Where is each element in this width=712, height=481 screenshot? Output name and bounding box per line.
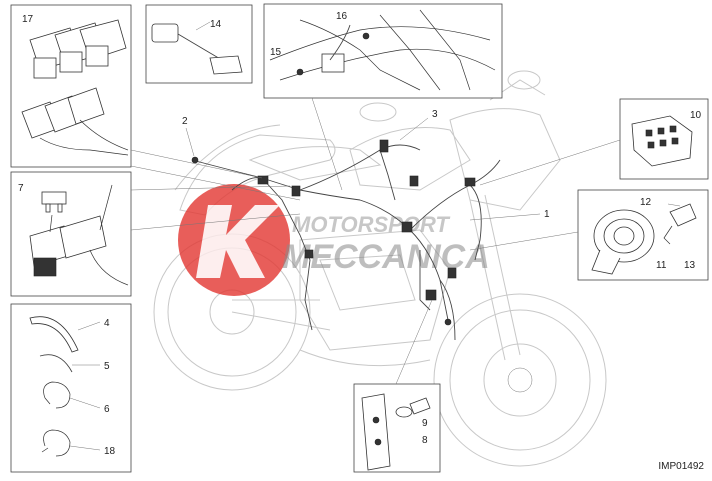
inset-clamps [10, 303, 132, 473]
inset-sensor-14 [145, 4, 253, 84]
callout-13: 13 [684, 260, 696, 271]
callout-16: 16 [336, 11, 348, 22]
leader-lines [130, 97, 621, 385]
callout-2: 2 [182, 116, 188, 127]
callout-12: 12 [640, 197, 652, 208]
inset-connector-10 [619, 98, 709, 180]
callout-17: 17 [22, 14, 34, 25]
callout-6: 6 [104, 404, 110, 415]
inset-ground-bolt-8-9 [353, 383, 441, 473]
callout-10: 10 [690, 110, 702, 121]
inset-fuse-box-7 [10, 171, 132, 297]
inset-frame-detail-15-16 [263, 3, 503, 99]
watermark-line1: MOTORSPORT [292, 212, 450, 237]
callouts: 1 2 3 4 5 6 7 8 9 10 11 12 13 14 15 16 1… [18, 11, 702, 457]
inset-ignition-11-12-13 [577, 189, 709, 281]
callout-15: 15 [270, 47, 282, 58]
drawing-code: IMP01492 [658, 461, 704, 472]
callout-7: 7 [18, 183, 24, 194]
callout-18: 18 [104, 446, 116, 457]
callout-4: 4 [104, 318, 110, 329]
watermark-wordmark: MOTORSPORT MECCANICA [282, 212, 490, 276]
callout-11: 11 [656, 260, 667, 271]
callout-9: 9 [422, 418, 428, 429]
callout-5: 5 [104, 361, 110, 372]
callout-14: 14 [210, 19, 222, 30]
callout-3: 3 [432, 109, 438, 120]
callout-1: 1 [544, 209, 550, 220]
watermark-logo [178, 184, 290, 296]
watermark-k-glyph [196, 205, 280, 278]
callout-8: 8 [422, 435, 428, 446]
inset-relays-17 [10, 4, 132, 168]
